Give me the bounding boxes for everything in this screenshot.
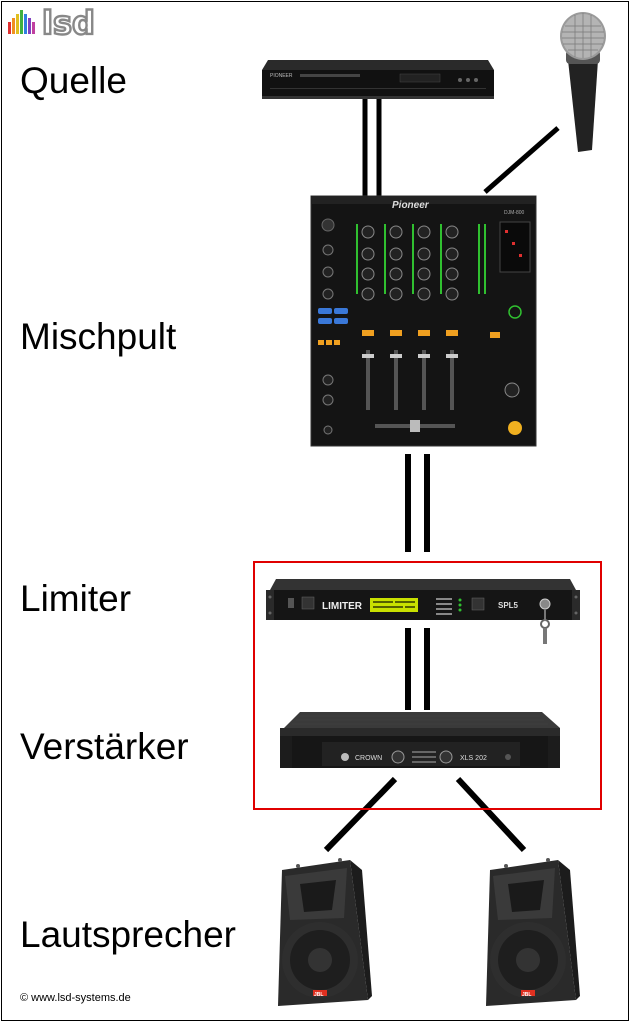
- cable-mic-mixer: [483, 126, 560, 194]
- player-brand: PIONEER: [270, 73, 293, 79]
- label-verstaerker: Verstärker: [20, 726, 189, 767]
- mixer-brand: Pioneer: [392, 200, 430, 211]
- copyright-text: © www.lsd-systems.de: [20, 992, 131, 1004]
- label-quelle: Quelle: [20, 60, 127, 101]
- label-limiter: Limiter: [20, 578, 132, 619]
- speaker-left-brand: JBL: [314, 992, 323, 998]
- logo-bars-icon: [8, 10, 35, 34]
- key-icon: [540, 609, 550, 644]
- label-lautsprecher: Lautsprecher: [20, 914, 236, 955]
- lsd-logo: lsd: [8, 3, 96, 43]
- limiter-amp-highlight-box: [253, 561, 602, 810]
- speaker-right-brand: JBL: [522, 992, 531, 998]
- label-mischpult: Mischpult: [20, 316, 177, 357]
- limiter-title: LIMITER: [322, 601, 363, 612]
- cable-amp-speaker-left: [323, 776, 398, 853]
- mixer-model: DJM-800: [504, 210, 525, 216]
- logo-text: lsd: [42, 4, 95, 42]
- limiter-brand: SPL5: [498, 601, 519, 610]
- amp-model: XLS 202: [460, 755, 487, 762]
- cable-amp-speaker-right: [455, 776, 527, 853]
- amp-brand: CROWN: [355, 755, 382, 762]
